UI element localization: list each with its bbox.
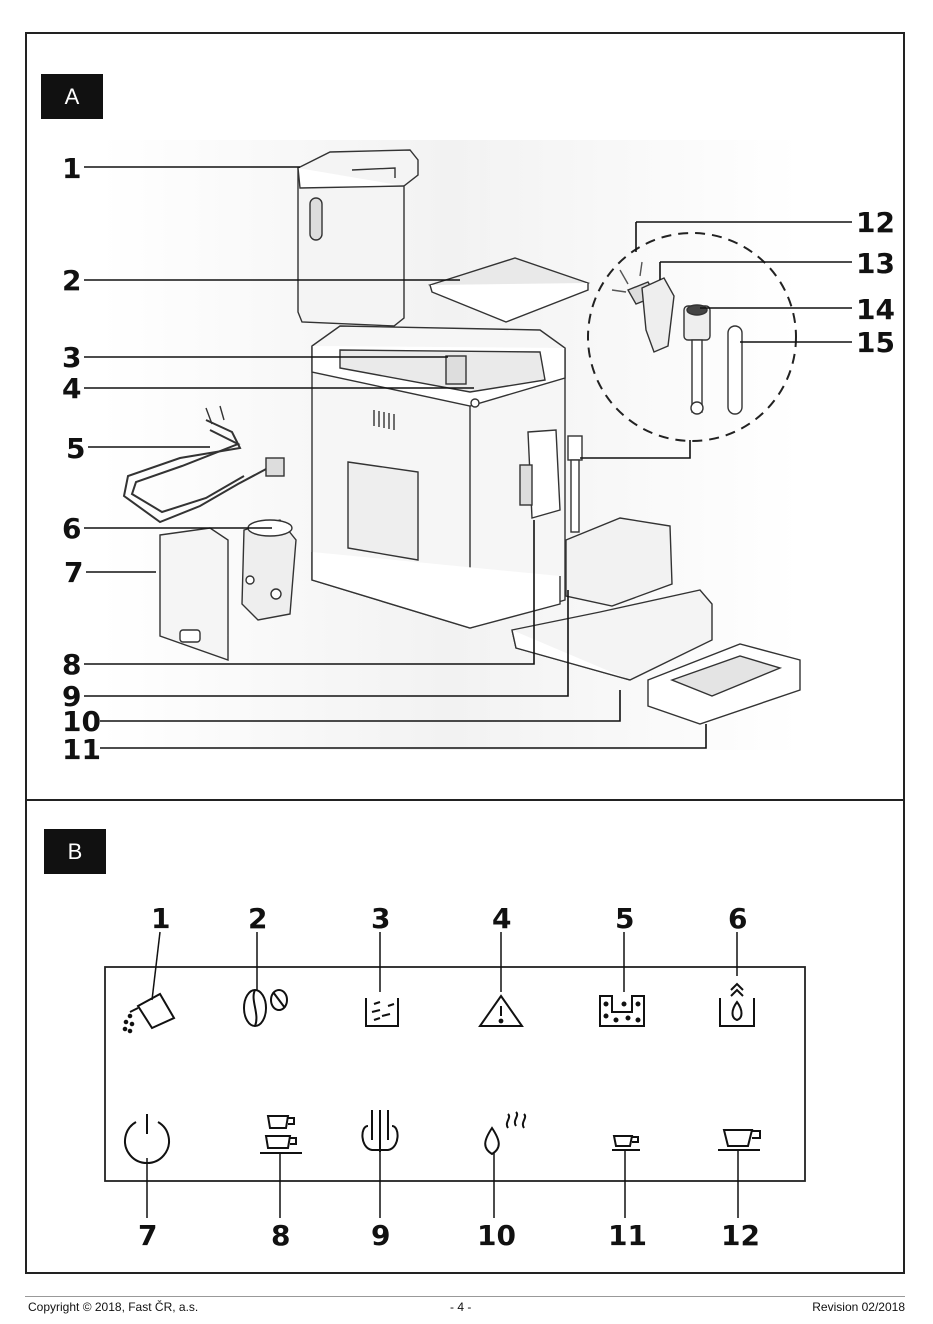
machine-parts-diagram: 1 2 3 4 5 6 7 8 9 10 11 12 13 14 15 [0, 0, 933, 800]
revision-text: Revision 02/2018 [812, 1300, 905, 1314]
part-callout: 4 [62, 372, 81, 405]
panel-callout: 1 [151, 902, 170, 935]
panel-callout: 7 [138, 1219, 157, 1252]
part-callout: 14 [856, 293, 895, 326]
panel-callout: 10 [477, 1219, 516, 1252]
control-panel-diagram: 1 2 3 4 5 6 7 8 9 10 11 12 [0, 800, 933, 1280]
water-tank-part [298, 150, 418, 326]
part-callout: 15 [856, 326, 895, 359]
footer-rule [25, 1296, 905, 1297]
panel-callout: 3 [371, 902, 390, 935]
panel-callout: 4 [492, 902, 511, 935]
part-callout: 1 [62, 152, 81, 185]
panel-callout: 2 [248, 902, 267, 935]
control-panel-outline [105, 967, 805, 1181]
part-callout: 11 [62, 733, 101, 766]
part-callout: 3 [62, 341, 81, 374]
part-callout: 5 [66, 432, 85, 465]
hot-water-icon [485, 1112, 525, 1154]
warning-triangle-icon [480, 996, 522, 1026]
panel-callout: 11 [608, 1219, 647, 1252]
espresso-cup-icon [612, 1136, 640, 1150]
steam-nozzle-icon [362, 1110, 397, 1152]
water-tank-refill-icon [720, 984, 754, 1026]
part-callout: 8 [62, 648, 81, 681]
copyright-text: Copyright © 2018, Fast ČR, a.s. [28, 1300, 198, 1314]
part-callout: 7 [64, 556, 83, 589]
service-door-part [160, 528, 228, 660]
panel-leaders [147, 932, 738, 1218]
panel-callout: 6 [728, 902, 747, 935]
panel-callout: 9 [371, 1219, 390, 1252]
large-cup-icon [718, 1130, 760, 1150]
milk-jug-pour-icon [124, 994, 174, 1032]
descale-icon [600, 996, 644, 1026]
grounds-container-icon [366, 998, 398, 1026]
panel-callout: 8 [271, 1219, 290, 1252]
double-cup-icon [260, 1116, 302, 1153]
panel-callout: 5 [615, 902, 634, 935]
part-callout: 13 [856, 247, 895, 280]
part-callout: 12 [856, 206, 895, 239]
page-number: - 4 - [450, 1300, 471, 1314]
coffee-beans-icon [244, 990, 287, 1026]
suction-tube-detail [728, 326, 742, 414]
brewing-unit-part [242, 520, 296, 620]
power-icon [125, 1114, 169, 1163]
panel-callout: 12 [721, 1219, 760, 1252]
part-callout: 6 [62, 512, 81, 545]
part-callout: 2 [62, 264, 81, 297]
